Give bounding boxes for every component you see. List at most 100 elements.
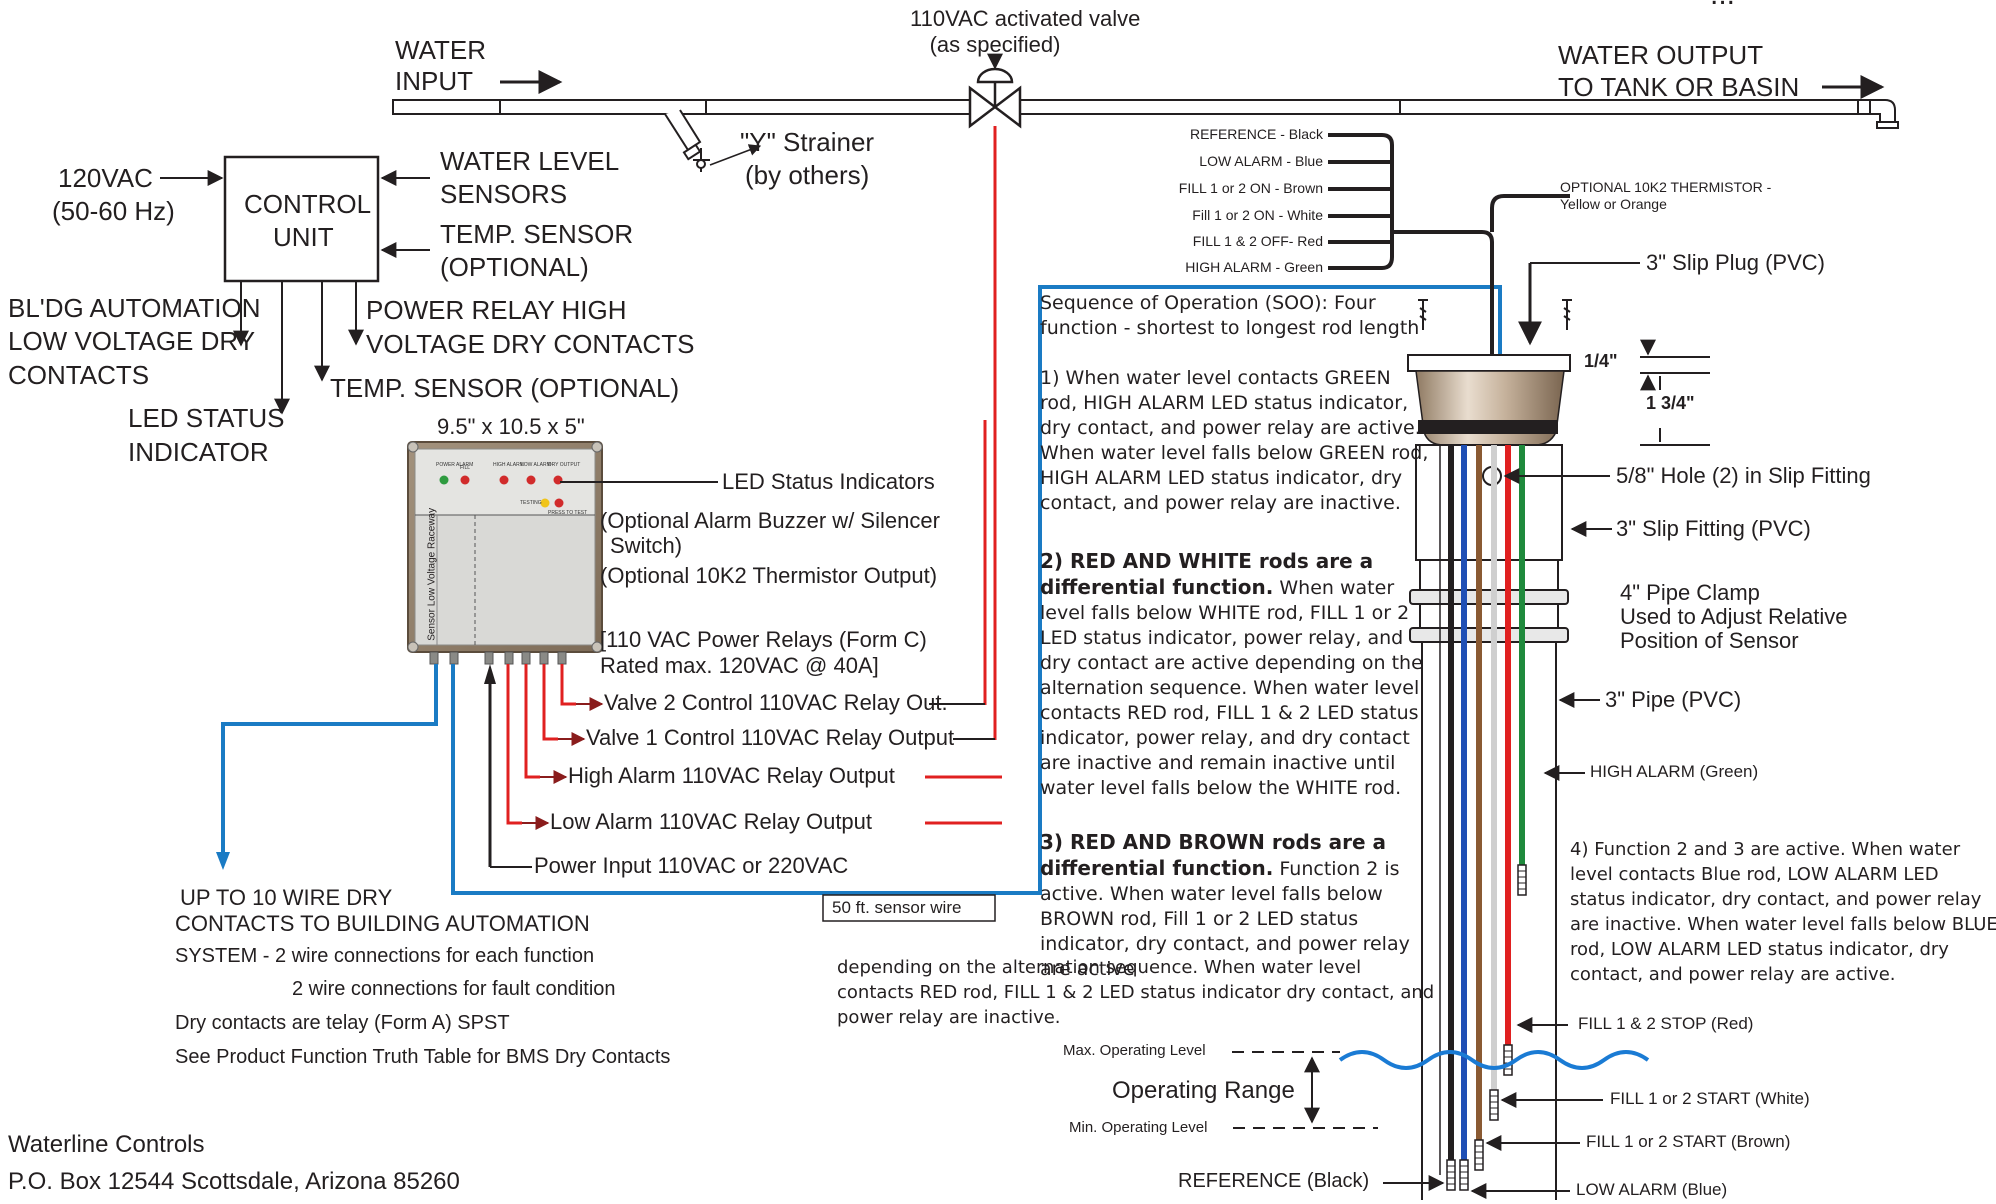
- wire-legend-white: Fill 1 or 2 ON - White: [1192, 207, 1323, 223]
- high-alarm-rod-label: HIGH ALARM (Green): [1590, 762, 1759, 781]
- panel-raceway-label: Sensor Low Voltage Raceway: [426, 507, 438, 641]
- dimension-quarter-inch: 1/4": [1584, 351, 1618, 371]
- soo-step1: 1) When water level contacts GREEN rod, …: [1040, 367, 1429, 514]
- soo-intro: Sequence of Operation (SOO): Four functi…: [1040, 292, 1420, 339]
- valve-control-wires: [925, 126, 1002, 825]
- low-alarm-led-icon: [526, 475, 536, 485]
- thermistor-line2: Yellow or Orange: [1560, 196, 1667, 212]
- bms-line1: UP TO 10 WIRE DRY: [180, 885, 393, 910]
- bms-line2: CONTACTS TO BUILDING AUTOMATION: [175, 911, 590, 936]
- pipe-label: 3" Pipe (PVC): [1605, 687, 1742, 712]
- temp-sensor-output: TEMP. SENSOR (OPTIONAL): [330, 373, 680, 403]
- water-output-line1: WATER OUTPUT: [1558, 40, 1764, 70]
- control-unit-line2: UNIT: [273, 222, 334, 252]
- sensor-wire-label: 50 ft. sensor wire: [832, 898, 962, 917]
- relays-line1: [110 VAC Power Relays (Form C): [600, 627, 927, 652]
- wire-legend-bracket: [1328, 133, 1570, 372]
- company-name: Waterline Controls: [8, 1131, 205, 1158]
- power-input-callout: Power Input 110VAC or 220VAC: [534, 853, 849, 878]
- rod-tips: [1446, 864, 1527, 1191]
- soo-step4-line5: rod, LOW ALARM LED status indicator, dry: [1570, 939, 1949, 960]
- soo-step4-line2: level contacts Blue rod, LOW ALARM LED: [1570, 864, 1939, 885]
- water-input-line2: INPUT: [395, 66, 473, 96]
- low-alarm-relay-callout: Low Alarm 110VAC Relay Output: [550, 809, 873, 834]
- panel-led-label-dry-output: DRY OUTPUT: [548, 462, 581, 468]
- press-to-test-button-icon: [554, 498, 564, 508]
- max-operating-level-label: Max. Operating Level: [1063, 1042, 1206, 1059]
- relay-output-wires: [506, 664, 576, 825]
- valve-icon: [968, 53, 1022, 129]
- pipe-clamp-line3: Position of Sensor: [1620, 628, 1799, 653]
- operating-range-label: Operating Range: [1112, 1077, 1295, 1104]
- water-level-sensors-line1: WATER LEVEL: [440, 146, 620, 176]
- panel-led-label-power: POWER ALARM: [436, 462, 474, 468]
- low-alarm-rod-label: LOW ALARM (Blue): [1576, 1180, 1728, 1199]
- soo-step2-body: When water level falls below WHITE rod, …: [1040, 577, 1423, 799]
- soo-step3-body: Function 2 is active. When water level f…: [1040, 858, 1410, 980]
- slip-plug-label: 3" Slip Plug (PVC): [1646, 250, 1825, 275]
- valve-label-line2: (as specified): [929, 32, 1061, 57]
- screw-icons: [1418, 299, 1572, 330]
- water-level-wave: [1338, 1050, 1650, 1070]
- thermistor-output-callout: (Optional 10K2 Thermistor Output): [600, 563, 938, 588]
- water-pipe: [392, 99, 1899, 129]
- panel-led-label-high-alarm: HIGH ALARM: [493, 462, 524, 468]
- relay-output-arrows: [522, 697, 604, 830]
- bldg-automation-line1: BL'DG AUTOMATION: [8, 293, 261, 323]
- wire-legend-black: REFERENCE - Black: [1189, 126, 1323, 142]
- sensor-wire-label-box: [822, 894, 996, 922]
- wire-legend-brown: FILL 1 or 2 ON - Brown: [1178, 180, 1323, 196]
- fill-led-icon: [460, 475, 470, 485]
- panel-led-label-fill: FILL: [460, 465, 471, 471]
- bms-line3: SYSTEM - 2 wire connections for each fun…: [175, 945, 595, 967]
- title-fragment: ...: [1710, 0, 1735, 13]
- wire-legend-green: HIGH ALARM - Green: [1185, 259, 1323, 275]
- soo-step3-cont1: depending on the alternation sequence. W…: [837, 957, 1362, 978]
- power-frequency: (50-60 Hz): [52, 196, 175, 226]
- bms-line4: 2 wire connections for fault condition: [292, 978, 616, 1000]
- water-output-line2: TO TANK OR BASIN: [1558, 72, 1800, 102]
- testing-led-icon: [540, 498, 550, 508]
- power-led-icon: [439, 475, 449, 485]
- power-input-wire: [484, 664, 532, 868]
- panel-callout-lines: [929, 703, 995, 740]
- slip-fitting-hole-label: 5/8" Hole (2) in Slip Fitting: [1616, 463, 1871, 488]
- y-strainer-icon: [664, 109, 762, 172]
- soo-step3: 3) RED AND BROWN rods are a differential…: [1040, 830, 1432, 982]
- fill-start-white-rod-label: FILL 1 or 2 START (White): [1610, 1089, 1810, 1108]
- operating-level-lines: [1232, 1051, 1378, 1129]
- led-status-line1: LED STATUS: [128, 403, 285, 433]
- power-relay-line1: POWER RELAY HIGH: [366, 295, 627, 325]
- control-panel-enclosure: [407, 441, 718, 665]
- relays-line2: Rated max. 120VAC @ 40A]: [600, 653, 879, 678]
- soo-step3-heading: 3) RED AND BROWN rods are a differential…: [1040, 830, 1387, 880]
- water-level-sensors-line2: SENSORS: [440, 179, 568, 209]
- valve2-relay-callout: Valve 2 Control 110VAC Relay Out.: [604, 690, 948, 715]
- valve1-relay-callout: Valve 1 Control 110VAC Relay Output: [586, 725, 955, 750]
- soo-step3-cont2: contacts RED rod, FILL 1 & 2 LED status …: [837, 982, 1435, 1003]
- panel-led-label-low-alarm: LOW ALARM: [521, 462, 551, 468]
- soo-step3-cont3: power relay are inactive.: [837, 1007, 1061, 1028]
- thermistor-line1: OPTIONAL 10K2 THERMISTOR -: [1560, 179, 1772, 195]
- wire-legend-blue: LOW ALARM - Blue: [1199, 153, 1323, 169]
- soo-step4-line6: contact, and power relay are active.: [1570, 964, 1896, 985]
- panel-dimensions: 9.5" x 10.5 x 5": [437, 414, 585, 439]
- bms-line6: See Product Function Truth Table for BMS…: [175, 1046, 671, 1068]
- fill-start-brown-rod-label: FILL 1 or 2 START (Brown): [1586, 1132, 1791, 1151]
- bldg-automation-line2: LOW VOLTAGE DRY: [8, 326, 256, 356]
- soo-step4-line3: status indicator, dry contact, and power…: [1570, 889, 1982, 910]
- bms-wire: [221, 664, 438, 855]
- min-operating-level-label: Min. Operating Level: [1069, 1119, 1208, 1136]
- reference-rod-label: REFERENCE (Black): [1178, 1170, 1370, 1192]
- high-alarm-relay-callout: High Alarm 110VAC Relay Output: [568, 763, 895, 788]
- dimension-marks: [1640, 339, 1710, 446]
- control-unit-line1: CONTROL: [244, 189, 372, 219]
- sensor-assembly: [1407, 354, 1571, 1200]
- panel-testing-label: TESTING: [520, 500, 542, 506]
- bms-line5: Dry contacts are telay (Form A) SPST: [175, 1012, 510, 1034]
- soo-step2: 2) RED AND WHITE rods are a differential…: [1040, 549, 1432, 801]
- wire-legend-red: FILL 1 & 2 OFF- Red: [1192, 233, 1323, 249]
- strainer-label-line2: (by others): [745, 160, 870, 190]
